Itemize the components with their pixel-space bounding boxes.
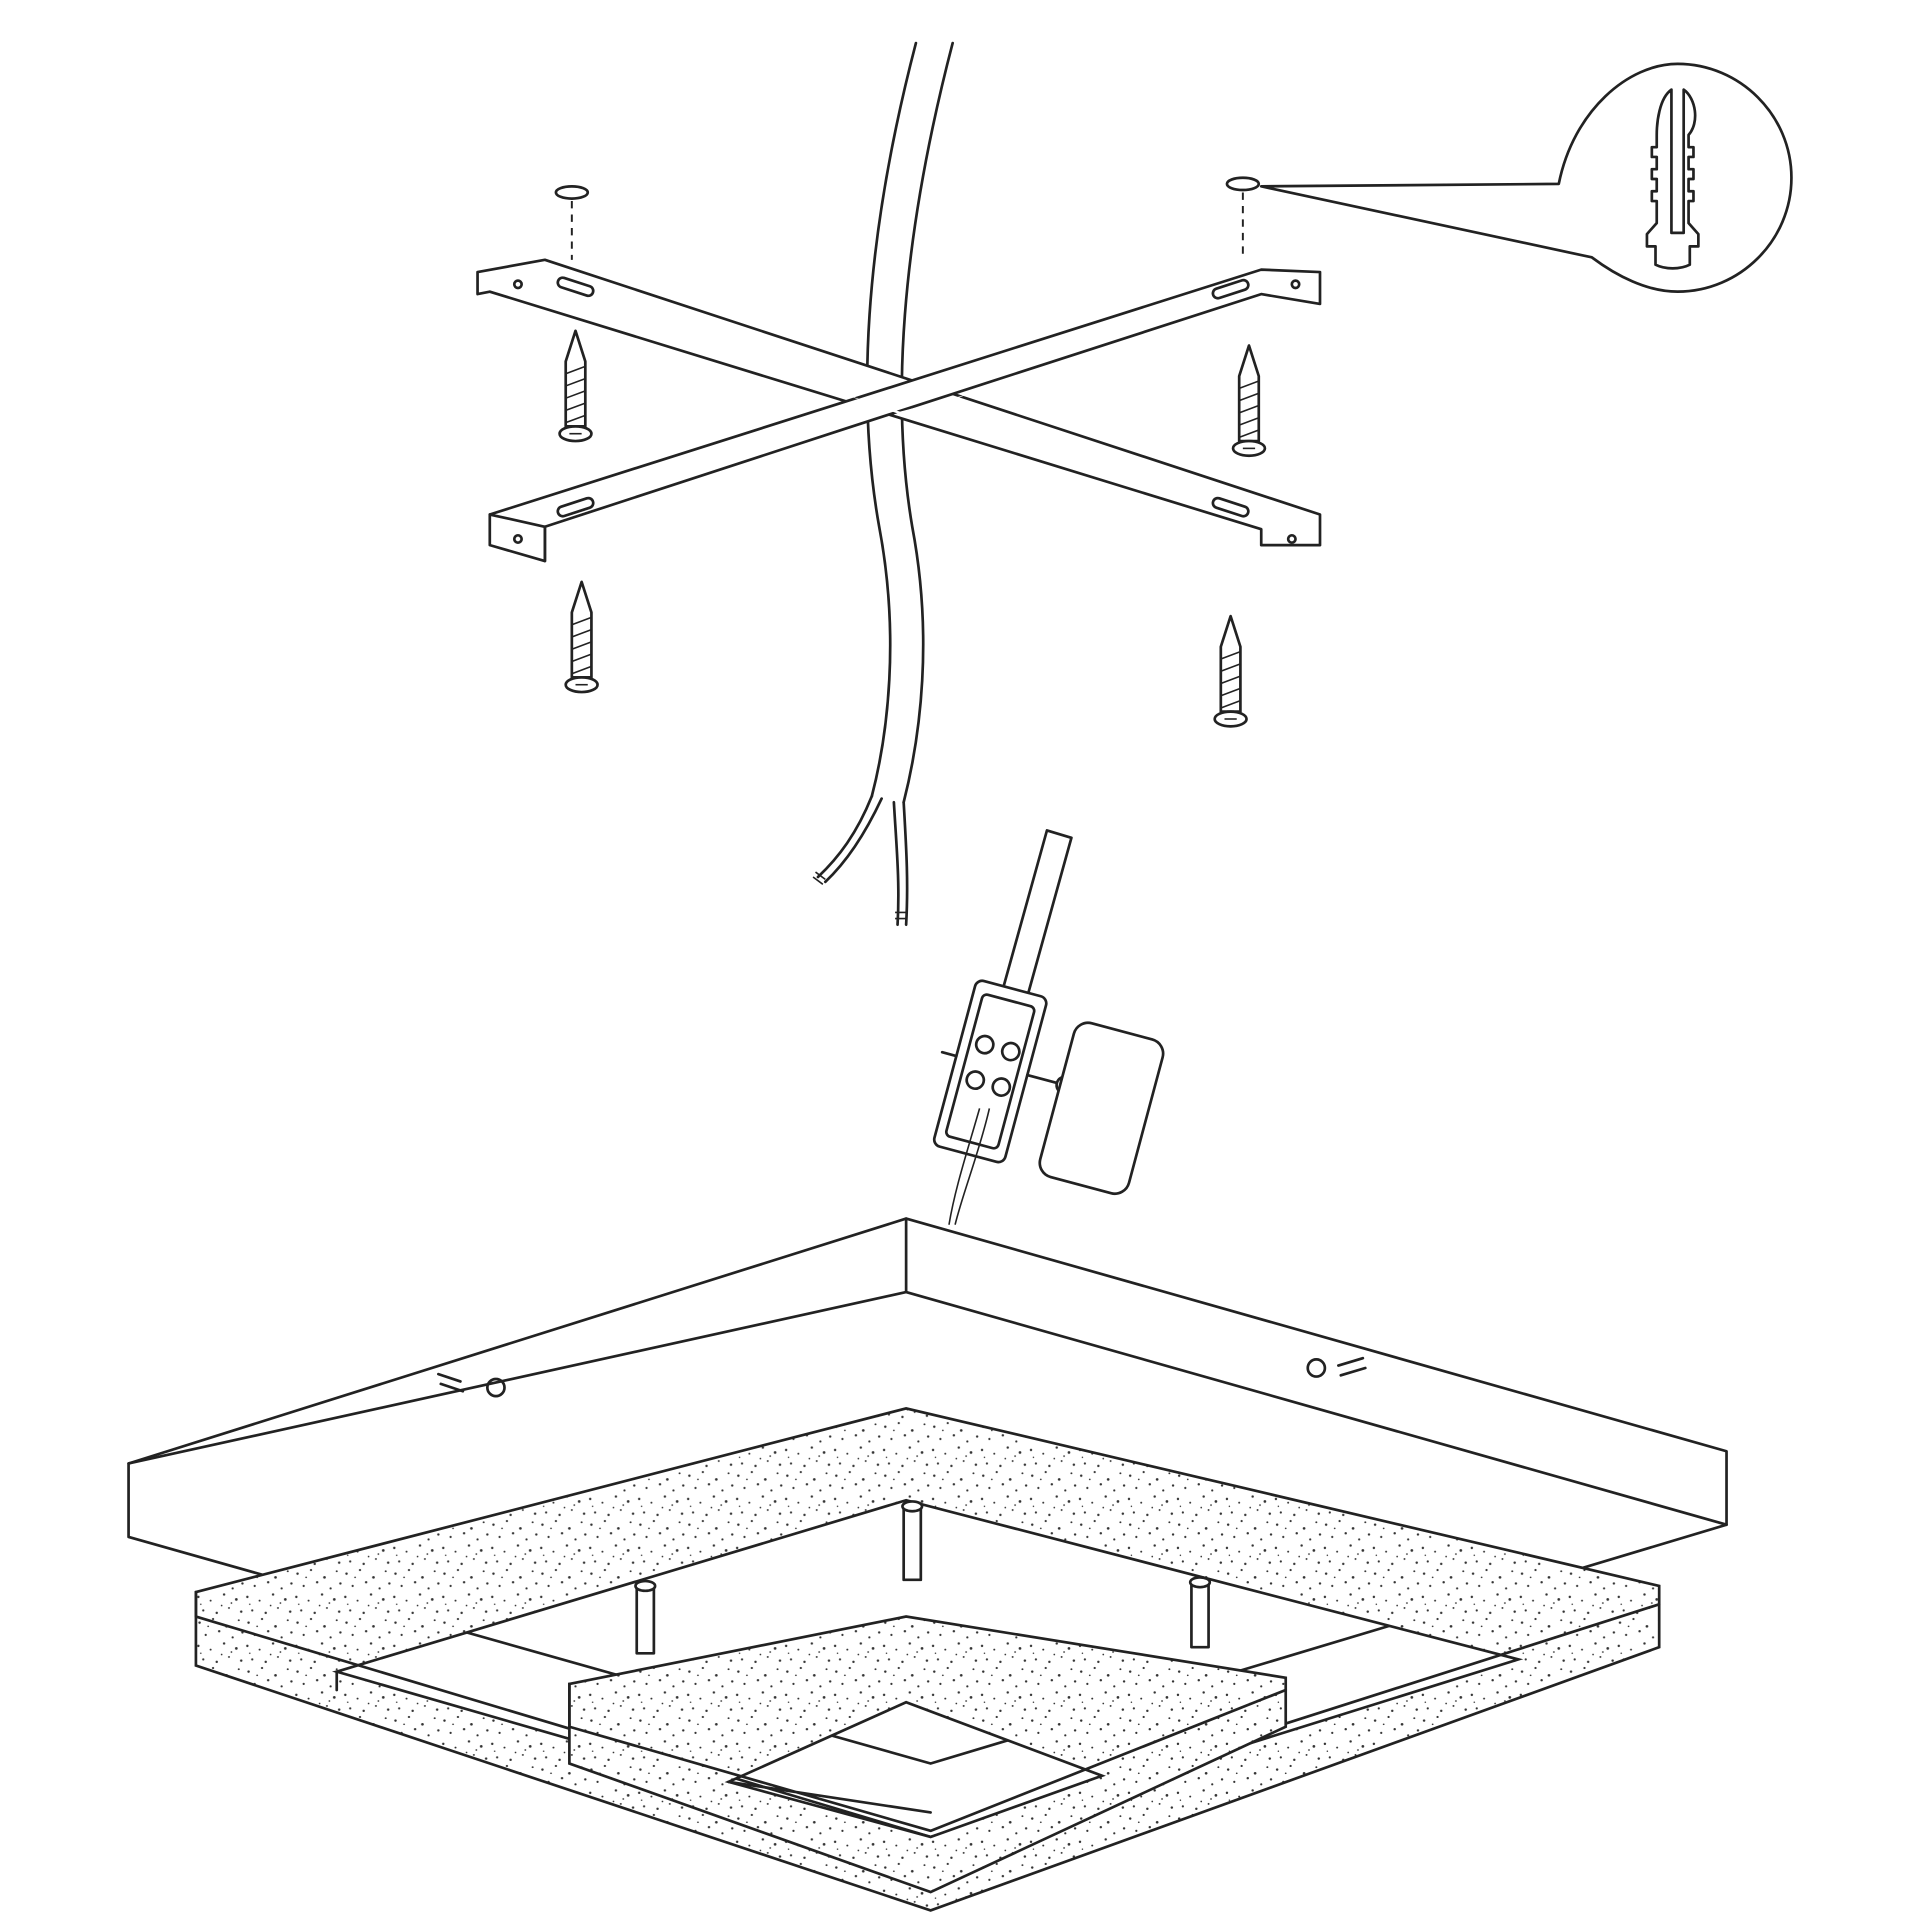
led-driver <box>1038 1021 1165 1196</box>
wall-plug-holes <box>554 176 1261 260</box>
mounting-bracket <box>476 258 1322 563</box>
ceiling-lamp <box>127 1217 1728 1912</box>
screw-icon <box>437 1372 465 1393</box>
screw-icon <box>1213 614 1248 728</box>
terminal-block <box>932 829 1076 1225</box>
ring-posts <box>634 1500 1212 1655</box>
screw-icon <box>558 329 593 443</box>
wall-plug-detail-callout <box>1259 62 1793 293</box>
ceiling-cable <box>812 41 954 927</box>
screw-icon <box>1231 344 1267 458</box>
wall-plug-icon <box>1645 88 1700 270</box>
screw-icon <box>564 580 599 694</box>
inner-light-ring <box>568 1615 1288 1894</box>
